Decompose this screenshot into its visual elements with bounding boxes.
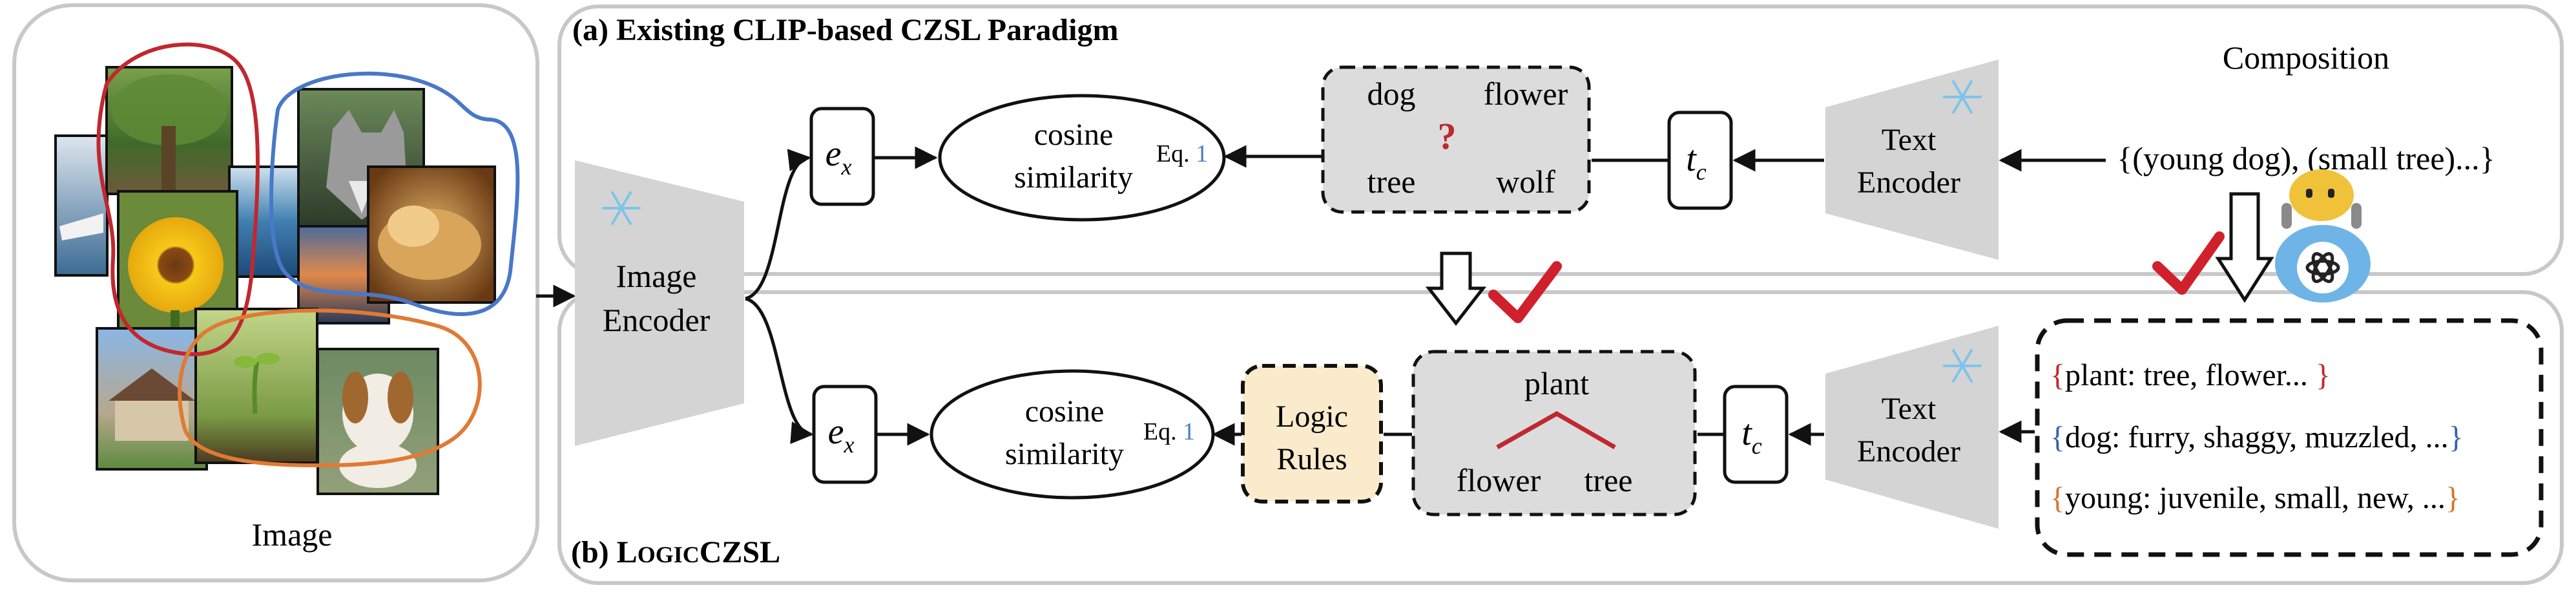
checkmark-icon <box>2152 231 2225 295</box>
robot-icon <box>2275 169 2371 302</box>
svg-text:Encoder: Encoder <box>1857 434 1960 469</box>
tc-box-a: tc <box>1667 111 1733 210</box>
photo-thumbnail-puppy <box>317 348 439 495</box>
svg-text:Text: Text <box>1882 392 1937 426</box>
svg-text:dog: dog <box>1367 76 1416 112</box>
lasso-orange <box>178 308 482 468</box>
hierarchy-root: plant <box>1524 365 1589 401</box>
hierarchy-branches <box>1496 410 1616 450</box>
question-mark: ? <box>1438 115 1457 157</box>
lasso-red <box>96 42 260 357</box>
svg-text:Text: Text <box>1882 123 1937 157</box>
knowledge-box: {plant: tree, flower... } {dog: furry, s… <box>2035 318 2544 557</box>
photo-thumbnail-lake <box>228 165 302 278</box>
text-encoder-a: Text Encoder <box>1825 59 1999 260</box>
snowflake-icon <box>1943 349 1982 383</box>
lasso-blue <box>269 71 520 316</box>
svg-text:tc: tc <box>1686 139 1707 185</box>
svg-text:Logic: Logic <box>1276 399 1348 434</box>
svg-text:cosine: cosine <box>1034 118 1114 152</box>
cosine-ellipse-a: cosine similarity Eq. 1 <box>938 94 1226 222</box>
svg-text:tc: tc <box>1741 413 1762 459</box>
knowledge-line-2: {dog: furry, shaggy, muzzled, ...} <box>2050 420 2464 454</box>
svg-text:similarity: similarity <box>1014 160 1133 195</box>
ex-box-a: ex <box>809 107 875 206</box>
checkmark-icon <box>1488 261 1562 323</box>
photo-thumbnail-sprout <box>194 308 318 464</box>
hierarchy-right: tree <box>1584 462 1633 498</box>
snowflake-icon <box>602 191 641 225</box>
openai-icon <box>2305 252 2340 283</box>
svg-text:ex: ex <box>828 412 855 458</box>
svg-text:Encoder: Encoder <box>1857 165 1960 200</box>
text-encoder-b: Text Encoder <box>1825 326 1999 529</box>
svg-text:Image: Image <box>616 258 697 294</box>
svg-text:cosine: cosine <box>1025 394 1105 429</box>
tc-box-b: tc <box>1723 385 1789 484</box>
composition-label: Composition <box>2223 39 2389 76</box>
panel-a: (a) Existing CLIP-based CZSL Paradigm Co… <box>557 5 2564 276</box>
svg-text:Eq. 1: Eq. 1 <box>1156 140 1208 167</box>
composition-text: {(young dog), (small tree)...} <box>2117 140 2495 176</box>
arrow-encoder-to-ex-b <box>745 297 814 444</box>
arrow-encoder-to-ex-a <box>745 149 811 301</box>
image-panel: Image <box>12 3 539 582</box>
svg-text:flower: flower <box>1484 76 1568 112</box>
knowledge-line-3: {young: juvenile, small, new, ...} <box>2050 481 2460 515</box>
knowledge-line-1: {plant: tree, flower... } <box>2050 358 2331 392</box>
svg-text:Encoder: Encoder <box>603 302 711 338</box>
image-encoder: Image Encoder <box>575 160 744 446</box>
down-arrow-icon <box>1425 251 1487 326</box>
ex-box-b: ex <box>812 385 878 484</box>
photo-thumbnail-golden-dog <box>367 165 496 304</box>
panel-a-title: (a) Existing CLIP-based CZSL Paradigm <box>572 13 1118 47</box>
svg-text:Eq. 1: Eq. 1 <box>1143 418 1195 445</box>
svg-text:wolf: wolf <box>1496 164 1555 200</box>
logic-rules-box: Logic Rules <box>1241 364 1383 504</box>
snowflake-icon <box>1943 80 1982 114</box>
image-label: Image <box>252 516 333 553</box>
concept-box-a: dog flower tree wolf ? <box>1321 65 1591 214</box>
panel-b-title: (b) LOGICCZSL <box>571 535 780 569</box>
down-arrow-icon <box>2215 192 2274 303</box>
photo-thumbnail-sunset <box>297 225 390 324</box>
hierarchy-left: flower <box>1457 462 1541 498</box>
photo-thumbnail-tree <box>105 66 233 195</box>
cosine-ellipse-b: cosine similarity Eq. 1 <box>930 369 1215 500</box>
photo-thumbnail-boat <box>54 134 109 277</box>
svg-text:similarity: similarity <box>1005 437 1124 471</box>
svg-text:Rules: Rules <box>1276 442 1347 476</box>
svg-text:ex: ex <box>826 134 852 180</box>
hierarchy-box: plant flower tree <box>1411 350 1697 516</box>
panel-b: (b) LOGICCZSL {plant: tree, flower... } … <box>557 290 2564 585</box>
svg-text:tree: tree <box>1367 164 1416 200</box>
